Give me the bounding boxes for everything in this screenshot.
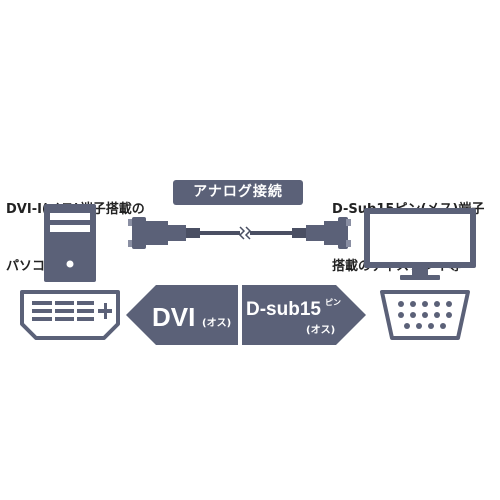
source-device-label-line2: パソコン等 [6, 259, 72, 274]
dsub-pin-label: ピン [325, 297, 341, 307]
dvi-label: DVI [152, 302, 195, 332]
monitor-icon [364, 208, 476, 280]
dsub-gender-label: (オス) [306, 324, 335, 336]
dvi-to-vga-cable-icon [128, 217, 351, 249]
connector-arrow: DVI (オス) D-sub15 ピン (オス) [126, 285, 366, 345]
dsub-label: D-sub15 [246, 299, 321, 320]
dvi-gender-label: (オス) [202, 317, 231, 329]
connection-type-tag: アナログ接続 [173, 180, 303, 205]
vga-port-icon [380, 290, 470, 340]
desktop-tower-icon [44, 204, 96, 282]
dvi-port-icon [20, 290, 120, 340]
arrow-left-half [126, 285, 238, 345]
arrow-right-half [242, 285, 366, 345]
